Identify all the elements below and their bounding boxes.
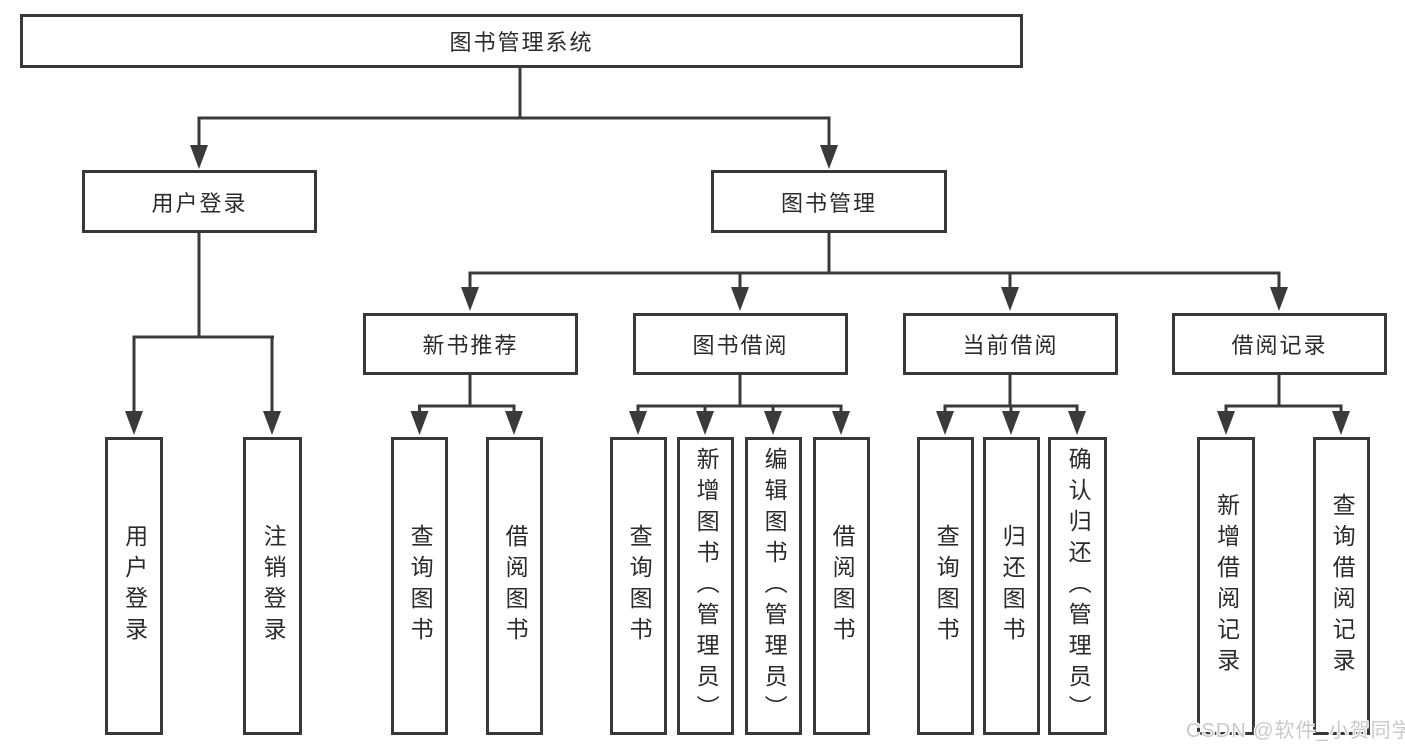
node-leaf-query-books-2-label: 查询图书	[626, 524, 653, 648]
connector-book-borrow	[629, 375, 850, 435]
csdn-watermark: CSDN @软件_小贺同学	[1186, 720, 1405, 742]
node-leaf-borrow-books-1-label: 借阅图书	[502, 524, 529, 648]
node-current-borrow-label: 当前借阅	[962, 333, 1059, 358]
node-new-book-recommend: 新书推荐	[363, 313, 578, 375]
node-leaf-query-books-1: 查询图书	[391, 437, 448, 735]
node-borrow-record-label: 借阅记录	[1231, 333, 1328, 358]
node-user-login-label: 用户登录	[151, 190, 248, 216]
node-book-mgmt-label: 图书管理	[780, 190, 877, 216]
node-leaf-borrow-books-2-label: 借阅图书	[829, 524, 856, 648]
node-book-mgmt: 图书管理	[711, 170, 947, 233]
connector-book-mgmt	[461, 233, 1288, 311]
node-leaf-user-login-label: 用户登录	[121, 524, 148, 648]
node-leaf-add-books-admin-label: 新增图书（管理员）	[693, 446, 720, 726]
node-leaf-add-books-admin: 新增图书（管理员）	[677, 437, 734, 735]
connector-root	[190, 68, 838, 169]
node-leaf-return-books: 归还图书	[983, 437, 1040, 735]
node-root-label: 图书管理系统	[449, 30, 594, 55]
node-leaf-query-borrow-record-label: 查询借阅记录	[1329, 493, 1356, 679]
node-leaf-query-books-2: 查询图书	[610, 437, 667, 735]
node-leaf-edit-books-admin: 编辑图书（管理员）	[745, 437, 802, 735]
connector-new-recommend	[410, 375, 523, 435]
node-leaf-confirm-return-admin-label: 确认归还（管理员）	[1065, 446, 1092, 726]
node-leaf-user-login: 用户登录	[105, 437, 163, 735]
node-root: 图书管理系统	[20, 14, 1023, 68]
node-leaf-logout: 注销登录	[243, 437, 302, 735]
node-leaf-query-books-1-label: 查询图书	[407, 524, 434, 648]
node-leaf-edit-books-admin-label: 编辑图书（管理员）	[761, 446, 788, 726]
node-new-book-recommend-label: 新书推荐	[422, 333, 519, 358]
node-borrow-record: 借阅记录	[1172, 313, 1387, 375]
node-leaf-query-books-3: 查询图书	[917, 437, 974, 735]
node-leaf-confirm-return-admin: 确认归还（管理员）	[1048, 437, 1107, 735]
node-leaf-logout-label: 注销登录	[260, 524, 287, 648]
node-leaf-add-borrow-record: 新增借阅记录	[1197, 437, 1255, 735]
node-current-borrow: 当前借阅	[903, 313, 1118, 375]
node-leaf-query-books-3-label: 查询图书	[933, 524, 960, 648]
connector-current-borrow	[936, 375, 1086, 435]
connector-user-login	[125, 233, 281, 435]
connector-borrow-record	[1217, 375, 1350, 435]
node-leaf-borrow-books-1: 借阅图书	[486, 437, 543, 735]
node-book-borrow: 图书借阅	[633, 313, 848, 375]
node-leaf-return-books-label: 归还图书	[999, 524, 1026, 648]
node-user-login: 用户登录	[82, 170, 317, 233]
node-book-borrow-label: 图书借阅	[692, 333, 789, 358]
node-leaf-borrow-books-2: 借阅图书	[813, 437, 870, 735]
node-leaf-add-borrow-record-label: 新增借阅记录	[1213, 493, 1240, 679]
node-leaf-query-borrow-record: 查询借阅记录	[1313, 437, 1370, 735]
